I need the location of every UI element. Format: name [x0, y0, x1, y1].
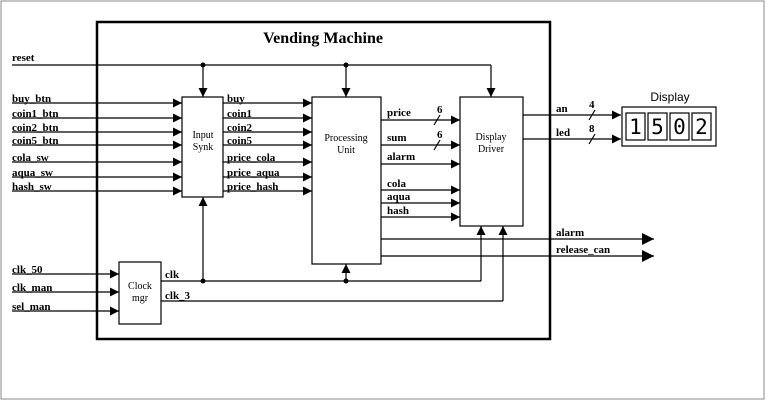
output-label-led: led	[556, 127, 570, 139]
display-driver-label-1: Display	[475, 132, 506, 143]
output-label-release-can: release_can	[556, 244, 610, 256]
display-driver-block	[459, 96, 524, 227]
unit-label-hash: hash	[387, 205, 409, 217]
digit-box-3	[669, 112, 690, 141]
output-label-an: an	[556, 103, 568, 115]
digit-1: 1	[629, 115, 642, 139]
digit-box-1	[625, 112, 646, 141]
bus-slash-price	[433, 114, 441, 126]
clock-mgr-label-1: Clock	[128, 281, 152, 292]
digit-box-2	[647, 112, 668, 141]
synk-label-price-cola: price_cola	[227, 152, 276, 164]
unit-label-cola: cola	[387, 178, 406, 190]
input-label-buy-btn: buy_btn	[12, 93, 51, 105]
clk-junction-2	[343, 278, 349, 284]
synk-label-buy: buy	[227, 93, 245, 105]
digit-2: 5	[651, 115, 664, 139]
synk-label-price-hash: price_hash	[227, 181, 278, 193]
processing-unit-label-2: Unit	[337, 145, 355, 156]
display-wires	[523, 109, 621, 145]
clk-junction-1	[200, 278, 206, 284]
display-title: Display	[650, 90, 689, 104]
input-label-reset: reset	[12, 52, 35, 64]
vending-machine-box	[95, 20, 552, 341]
input-label-aqua-sw: aqua_sw	[12, 167, 53, 179]
reset-junction-2	[343, 62, 349, 68]
reset-net	[12, 62, 496, 97]
bus-width-an: 4	[589, 99, 595, 111]
unit-label-alarm: alarm	[387, 151, 415, 163]
diagram-title: Vending Machine	[263, 30, 383, 47]
digit-box-4	[691, 112, 712, 141]
digit-3: 0	[673, 115, 686, 139]
clock-input-wires	[12, 269, 119, 316]
clock-label-clk: clk	[165, 269, 180, 281]
external-output-wires	[381, 233, 654, 262]
clock-distribution	[161, 197, 508, 302]
unit-output-wires	[381, 114, 460, 222]
input-label-hash-sw: hash_sw	[12, 181, 52, 193]
reset-junction-1	[200, 62, 206, 68]
synk-label-coin2: coin2	[227, 122, 253, 134]
bus-width-led: 8	[589, 123, 595, 135]
output-label-alarm: alarm	[556, 227, 584, 239]
clock-label-clk-3: clk_3	[165, 290, 191, 302]
synk-output-wires	[223, 98, 312, 196]
input-synk-label-1: Input	[192, 130, 213, 141]
input-label-clk-50: clk_50	[12, 264, 43, 276]
input-label-clk-man: clk_man	[12, 282, 52, 294]
unit-label-sum: sum	[387, 132, 407, 144]
input-label-coin1-btn: coin1_btn	[12, 108, 58, 120]
clock-mgr-label-2: mgr	[132, 293, 149, 304]
unit-label-price: price	[387, 107, 411, 119]
processing-unit-block	[311, 96, 382, 265]
bus-width-price: 6	[437, 104, 443, 116]
input-synk-label-2: Synk	[193, 142, 214, 153]
input-label-coin2-btn: coin2_btn	[12, 122, 58, 134]
clock-mgr-block	[118, 261, 162, 325]
bus-slash-sum	[433, 139, 441, 151]
processing-unit-label-1: Processing	[324, 133, 367, 144]
bus-slash-led	[588, 133, 596, 145]
input-synk-block	[181, 96, 224, 198]
synk-label-coin1: coin1	[227, 108, 252, 120]
unit-label-aqua: aqua	[387, 191, 411, 203]
input-label-cola-sw: cola_sw	[12, 152, 49, 164]
input-label-sel-man: sel_man	[12, 301, 51, 313]
digit-4: 2	[695, 115, 708, 139]
synk-input-wires	[12, 98, 182, 196]
bus-slash-an	[588, 109, 596, 121]
display-driver-label-2: Driver	[478, 144, 505, 155]
bus-width-sum: 6	[437, 129, 443, 141]
synk-label-coin5: coin5	[227, 135, 253, 147]
display-digits: 1 5 0 2	[625, 112, 712, 141]
synk-label-price-aqua: price_aqua	[227, 167, 280, 179]
input-label-coin5-btn: coin5_btn	[12, 135, 58, 147]
